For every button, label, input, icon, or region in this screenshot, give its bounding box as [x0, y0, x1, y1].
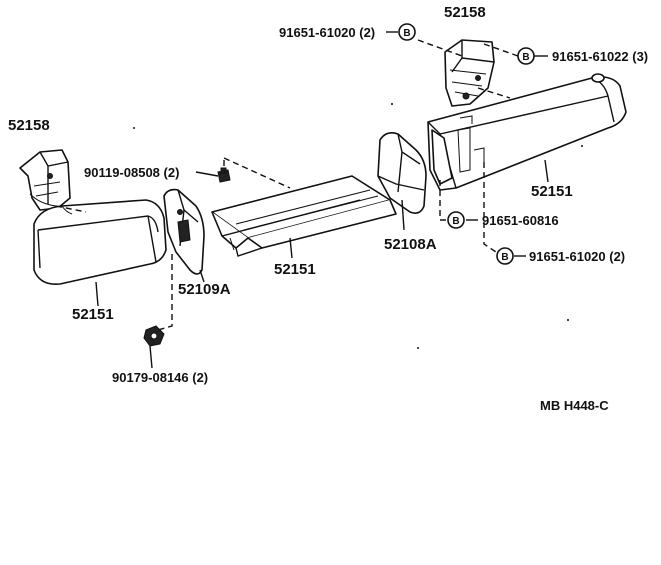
label-52109A: 52109A — [178, 281, 231, 298]
label-91651-61020-top: 91651-61020 (2) — [279, 25, 375, 40]
end-piece-52109A — [163, 188, 205, 275]
svg-text:B: B — [522, 52, 529, 63]
nut-90179-08146 — [143, 325, 165, 347]
label-52108A: 52108A — [384, 236, 437, 253]
label-91651-60816: 91651-60816 — [482, 213, 559, 228]
label-90179-08146: 90179-08146 (2) — [112, 370, 208, 385]
label-90119-08508: 90119-08508 (2) — [84, 165, 179, 180]
label-52158-left: 52158 — [8, 117, 50, 134]
svg-text:B: B — [403, 28, 410, 39]
end-piece-52108A — [377, 132, 427, 214]
svg-text:B: B — [452, 216, 459, 227]
alignment-lines — [55, 39, 519, 331]
bracket-52158-right — [444, 39, 495, 107]
badge-b-icon: B — [496, 247, 514, 265]
label-52158-right: 52158 — [444, 4, 486, 21]
label-52151-left: 52151 — [72, 306, 114, 323]
bumper-52151-right — [427, 73, 627, 191]
badge-b-icon: B — [517, 47, 535, 65]
leader-lines — [95, 31, 549, 369]
label-52151-center: 52151 — [274, 261, 316, 278]
label-52151-right: 52151 — [531, 183, 573, 200]
badge-b-icon: B — [447, 211, 465, 229]
svg-text:B: B — [501, 252, 508, 263]
bumper-52151-left — [33, 199, 167, 286]
center-rail-52151 — [211, 175, 397, 257]
bracket-52158-left — [19, 149, 71, 211]
badge-b-icon: B — [398, 23, 416, 41]
label-91651-61020-bottom: 91651-61020 (2) — [529, 249, 625, 264]
diagram-code: MB H448-C — [540, 398, 609, 413]
label-91651-61022: 91651-61022 (3) — [552, 49, 648, 64]
